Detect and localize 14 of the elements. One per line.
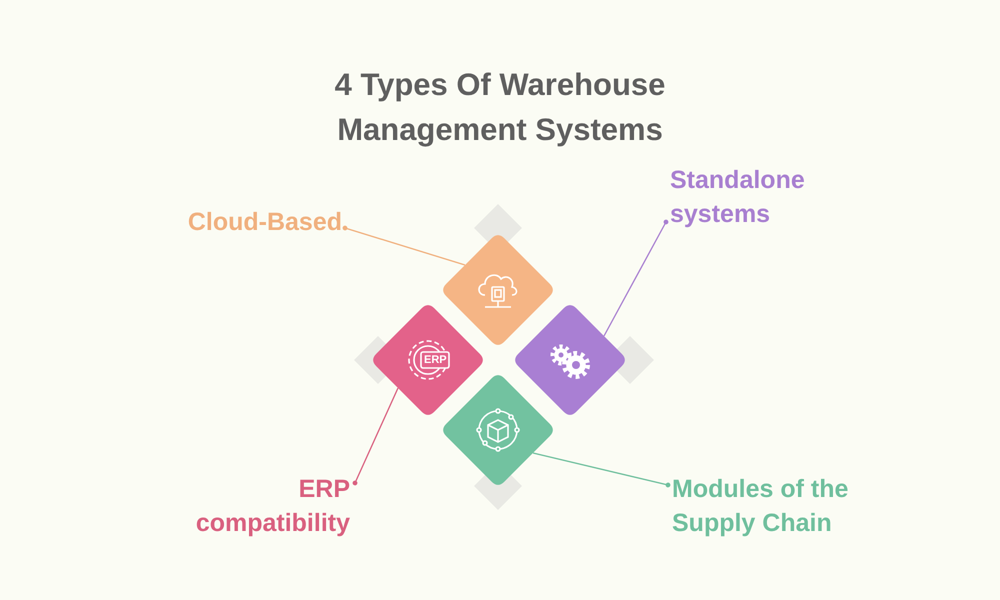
leader-line: [532, 452, 670, 488]
category-diamond: [440, 372, 556, 488]
category-label: ERP compatibility: [150, 472, 350, 540]
leader-line: [352, 388, 399, 486]
category-label: Standalone systems: [670, 163, 840, 231]
title: 4 Types Of Warehouse Management Systems: [334, 66, 666, 149]
icon-text: ERP: [424, 354, 447, 366]
category-label: Modules of the Supply Chain: [672, 472, 887, 540]
category-diamond: [512, 302, 628, 418]
leader-line: [603, 220, 668, 336]
leader-line: [342, 226, 466, 266]
category-diamond: [370, 302, 486, 418]
category-diamond: [440, 232, 556, 348]
category-label: Cloud-Based: [122, 205, 342, 239]
